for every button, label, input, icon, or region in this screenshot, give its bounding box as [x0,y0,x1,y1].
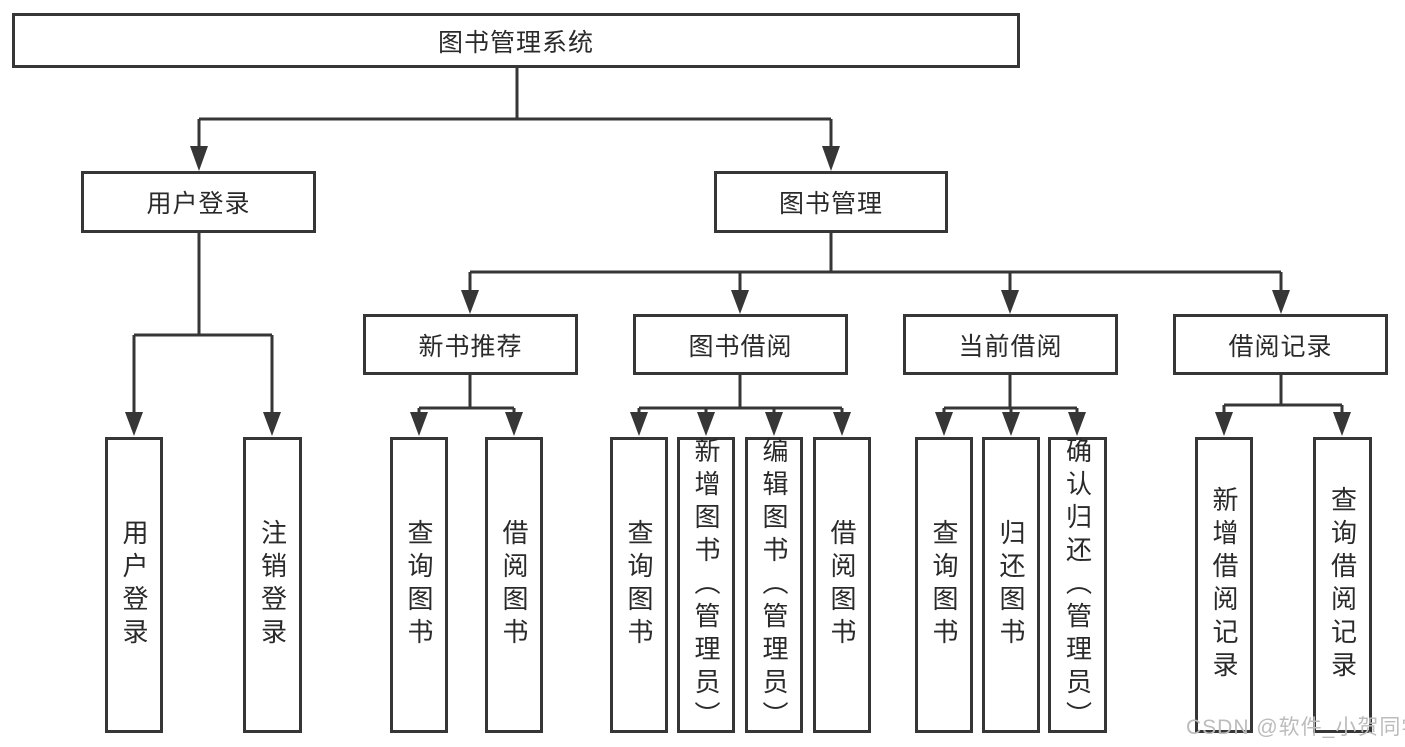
node-current-borrow-label: 当前借阅 [958,332,1063,361]
leaf-confirm-return-admin: 确认归还（管理员） [1048,436,1107,734]
leaf-edit-book-admin-label: 编辑图书（管理员） [759,436,789,734]
node-new-book-recommend-label: 新书推荐 [418,332,523,361]
node-current-borrow: 当前借阅 [903,314,1118,375]
node-user-login: 用户登录 [81,171,316,233]
node-user-login-label: 用户登录 [146,190,251,218]
leaf-recommend-query-books-label: 查询图书 [404,519,434,651]
leaf-user-login-label: 用户登录 [119,519,149,651]
leaf-confirm-return-admin-label: 确认归还（管理员） [1062,436,1093,734]
node-book-borrow-label: 图书借阅 [688,332,793,361]
leaf-recommend-borrow-books-label: 借阅图书 [499,519,529,651]
leaf-query-borrow-record-label: 查询借阅记录 [1327,486,1358,684]
node-book-borrow: 图书借阅 [633,314,848,375]
watermark: CSDN @软件_小贺同学 [1186,716,1405,739]
leaf-current-query-books-label: 查询图书 [929,519,959,651]
leaf-borrow-query-books: 查询图书 [610,437,668,733]
leaf-add-book-admin-label: 新增图书（管理员） [691,436,721,734]
leaf-user-login: 用户登录 [105,437,163,733]
leaf-return-book-label: 归还图书 [996,519,1026,651]
leaf-borrow-query-books-label: 查询图书 [624,519,654,651]
node-book-management: 图书管理 [714,171,948,233]
leaf-query-borrow-record: 查询借阅记录 [1313,437,1372,733]
leaf-current-query-books: 查询图书 [915,437,973,733]
leaf-add-book-admin: 新增图书（管理员） [677,436,735,734]
leaf-edit-book-admin: 编辑图书（管理员） [745,436,803,734]
node-library-system-label: 图书管理系统 [437,28,594,57]
node-library-system: 图书管理系统 [12,13,1020,68]
leaf-add-borrow-record-label: 新增借阅记录 [1209,486,1239,684]
leaf-recommend-query-books: 查询图书 [390,437,448,733]
leaf-return-book: 归还图书 [982,437,1040,733]
leaf-borrow-borrow-books-label: 借阅图书 [827,519,857,651]
leaf-recommend-borrow-books: 借阅图书 [485,437,543,733]
node-book-management-label: 图书管理 [778,190,883,218]
leaf-borrow-borrow-books: 借阅图书 [813,437,871,733]
leaf-logout: 注销登录 [243,437,302,733]
node-borrow-records: 借阅记录 [1173,314,1388,375]
leaf-add-borrow-record: 新增借阅记录 [1195,437,1253,733]
leaf-logout-label: 注销登录 [257,519,288,651]
node-new-book-recommend: 新书推荐 [363,314,578,375]
node-borrow-records-label: 借阅记录 [1228,332,1333,361]
